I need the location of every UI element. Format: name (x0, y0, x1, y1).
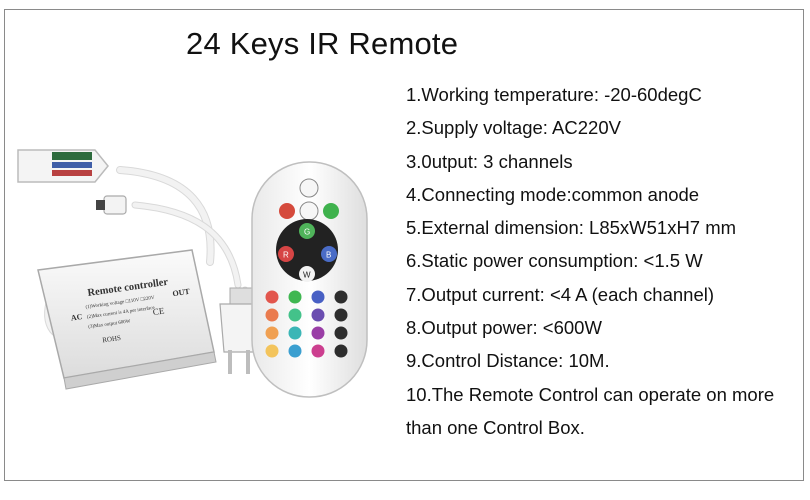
box-rohs-label: ROHS (102, 334, 122, 345)
remote-b-label: B (326, 251, 331, 260)
eu-plug (219, 287, 261, 374)
product-frame (4, 9, 804, 481)
box-ac-label: AC (70, 312, 83, 323)
spec-item: 4.Connecting mode:common anode (406, 183, 700, 205)
box-power-line: (3)Max output 600W (88, 319, 131, 330)
remote-color-buttons (265, 290, 348, 358)
ir-remote: G R B W (251, 161, 368, 398)
controller-box: Remote controller (1)Working voltage □11… (37, 249, 217, 390)
spec-item: 2.Supply voltage: AC220V (406, 117, 621, 139)
spec-item: 9.Control Distance: 10M. (406, 350, 610, 372)
spec-item: 7.Output current: <4 A (each channel) (406, 283, 715, 305)
strip-connector (17, 149, 109, 183)
remote-g-label: G (304, 228, 310, 237)
spec-item: 3.0utput: 3 channels (406, 150, 573, 172)
spec-list: 1.Working temperature: -20-60degC 2.Supp… (406, 78, 801, 444)
dc-plug (96, 195, 127, 215)
spec-item: 10.The Remote Control can operate on mor… (406, 383, 775, 438)
remote-r-label: R (283, 251, 289, 260)
page-title: 24 Keys IR Remote (186, 26, 459, 61)
spec-item: 5.External dimension: L85xW51xH7 mm (406, 217, 737, 239)
spec-item: 1.Working temperature: -20-60degC (406, 84, 702, 105)
spec-item: 8.Output power: <600W (406, 317, 602, 339)
ce-mark: CE (152, 306, 165, 318)
remote-w-label: W (303, 271, 311, 280)
box-out-label: OUT (172, 287, 191, 298)
spec-item: 6.Static power consumption: <1.5 W (406, 250, 703, 272)
